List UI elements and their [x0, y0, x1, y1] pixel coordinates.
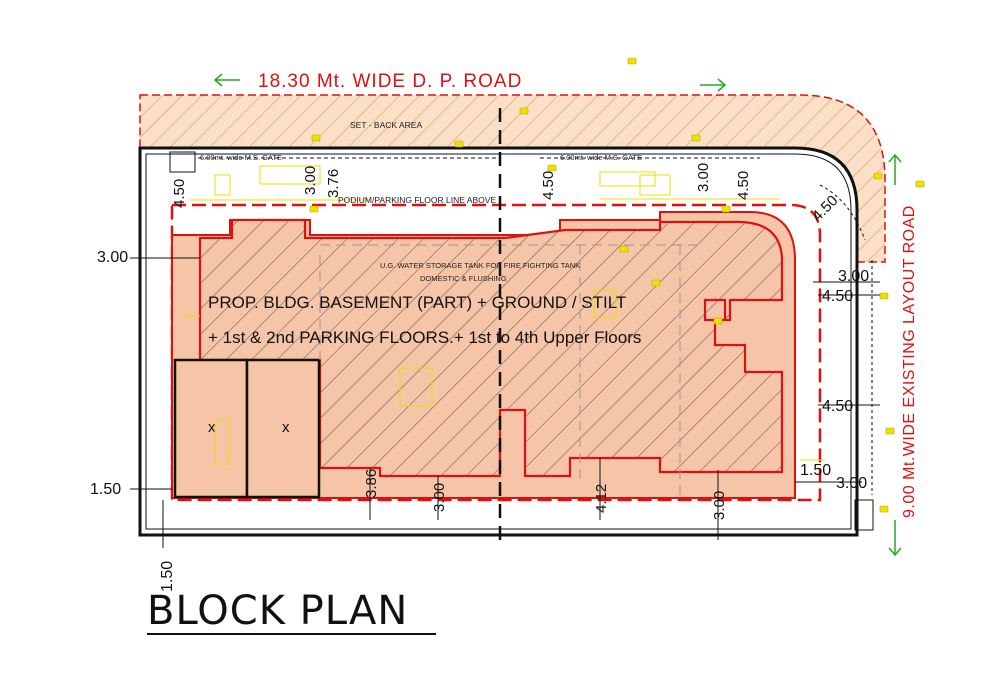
dim-bottom-150: 1.50 — [159, 561, 176, 592]
tank-label-1: U.G. WATER STORAGE TANK FOR FIRE FIGHTIN… — [380, 261, 580, 270]
building-label-2: + 1st & 2nd PARKING FLOORS.+ 1st to 4th … — [208, 328, 641, 347]
dim-corner-450: 4.50 — [809, 192, 842, 225]
parking-box-right — [245, 358, 321, 499]
dim-top-300: 3.00 — [302, 166, 319, 195]
gate-left-label: 6.00mt. wide M.S. GATE — [200, 153, 282, 162]
road-right-label: 9.00 Mt.WIDE EXISTING LAYOUT ROAD — [901, 205, 918, 518]
dim-bottom-412: 4.12 — [593, 484, 610, 513]
road-top-label: 18.30 Mt. WIDE D. P. ROAD — [258, 71, 522, 92]
dim-right-300-top: 3.00 — [838, 268, 869, 285]
dim-bottom-300-b: 3.00 — [711, 491, 728, 520]
tank-label-2: DOMESTIC & FLUSHING — [420, 274, 507, 283]
dim-left-150: 1.50 — [90, 481, 121, 498]
site-boundary — [138, 146, 859, 537]
dim-bottom-386: 3.86 — [363, 469, 380, 498]
dim-right-450-b: 4.50 — [822, 398, 853, 415]
dim-right-450-a: 4.50 — [822, 288, 853, 305]
svg-text:x: x — [282, 419, 290, 436]
svg-text:x: x — [208, 419, 216, 436]
dim-top-450: 4.50 — [171, 179, 188, 208]
building-label-1: PROP. BLDG. BASEMENT (PART) + GROUND / S… — [208, 293, 626, 312]
dim-top-300-right: 3.00 — [695, 163, 712, 192]
page-title: BLOCK PLAN — [147, 588, 408, 634]
dim-top-376: 3.76 — [325, 169, 342, 198]
podium-line-label: PODIUM/PARKING FLOOR LINE ABOVE — [338, 195, 496, 205]
plot-outline — [170, 203, 822, 502]
gate-right-label: 6.00mt. wide M.S. GATE — [560, 153, 642, 162]
dim-left-300: 3.00 — [97, 249, 128, 266]
dim-top-450-right: 4.50 — [735, 171, 752, 200]
dim-bottom-300-a: 3.00 — [431, 483, 448, 512]
dim-right-300-bottom: 3.00 — [836, 475, 867, 492]
dim-right-150: 1.50 — [800, 462, 831, 479]
setback-label: SET - BACK AREA — [350, 120, 422, 130]
dim-top-450-mid: 4.50 — [540, 171, 557, 200]
